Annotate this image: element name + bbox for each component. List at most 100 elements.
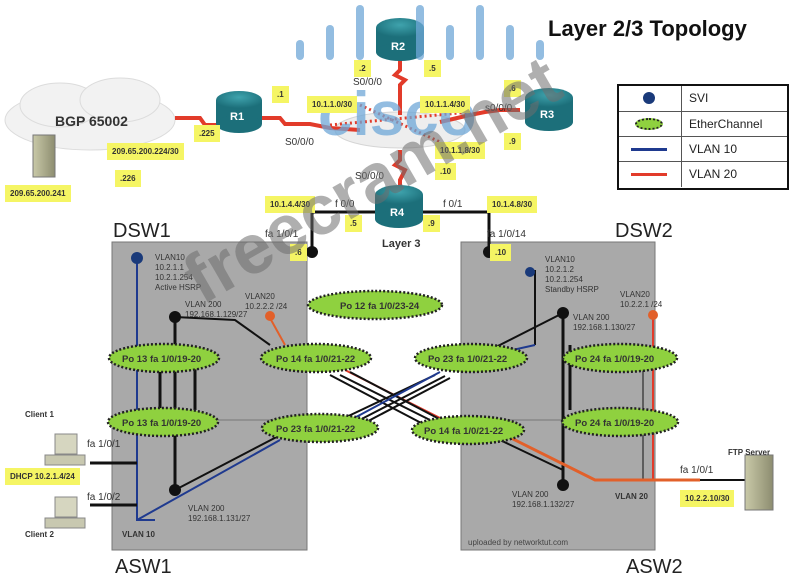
r2-serial-iface: S0/0/0 — [353, 77, 382, 88]
legend-label: VLAN 20 — [689, 167, 738, 181]
po12-label: Po 12 fa 1/0/23-24 — [340, 301, 420, 312]
r3-ip-a: .6 — [504, 80, 521, 97]
dsw1-vlan10-svi — [131, 252, 143, 264]
po14-dsw1-label: Po 14 fa 1/0/21-22 — [276, 354, 355, 365]
ftp-server-label: FTP Server — [728, 448, 771, 457]
asw1-vlan200-svi — [169, 484, 181, 496]
dsw1-name: DSW1 — [113, 220, 171, 242]
legend-label: EtherChannel — [689, 117, 763, 131]
asw2-vlan20-label: VLAN 20 — [615, 492, 648, 501]
layer3-label: Layer 3 — [382, 238, 421, 250]
legend-row-svi: SVI — [619, 86, 787, 111]
dsw1-box — [111, 241, 308, 421]
po23-asw1-label: Po 23 fa 1/0/21-22 — [276, 424, 355, 435]
client2-port: fa 1/0/2 — [87, 492, 121, 503]
etherchannel-po14-asw2 — [410, 414, 526, 446]
client2-label: Client 2 — [25, 530, 54, 539]
r4-f00-iface: f 0/0 — [335, 199, 355, 210]
dsw1-uplink-port — [306, 246, 318, 258]
router-r4-label: R4 — [390, 207, 405, 219]
client1-label: Client 1 — [25, 410, 54, 419]
client1-pc-icon — [44, 433, 86, 466]
r4-f01-ip: .9 — [423, 215, 440, 232]
legend-row-vlan10: VLAN 10 — [619, 136, 787, 162]
svi-dot-icon — [643, 92, 655, 104]
legend-label: SVI — [689, 91, 709, 105]
etherchannel-po24-dsw2 — [561, 342, 679, 374]
credit-text: uploaded by networktut.com — [468, 538, 569, 547]
router-r3-label: R3 — [540, 109, 554, 121]
r3-ip-b: .9 — [504, 133, 521, 150]
dsw1-uplink-ip: .6 — [290, 244, 307, 261]
dsw2-uplink-iface: fa 1/0/14 — [487, 229, 526, 240]
router-r3[interactable]: R3 — [525, 88, 573, 131]
dsw1-vlan20-svi — [265, 311, 275, 321]
bgp-cloud — [4, 77, 176, 151]
ftp-ip: 10.2.2.10/30 — [680, 490, 735, 507]
po23-dsw2-label: Po 23 fa 1/0/21-22 — [428, 354, 507, 365]
client2-pc-icon — [44, 496, 86, 529]
etherchannel-po23-dsw2 — [413, 342, 529, 374]
vlan10-line-icon — [631, 148, 667, 151]
r4-f01-iface: f 0/1 — [443, 199, 463, 210]
legend: SVI EtherChannel VLAN 10 VLAN 20 — [617, 84, 789, 190]
r1-bgp-ip: .225 — [194, 125, 220, 142]
router-r4[interactable]: R4 — [375, 185, 423, 228]
dsw2-name: DSW2 — [615, 220, 673, 242]
dsw2-uplink-ip: .10 — [490, 244, 512, 261]
asw2-name: ASW2 — [626, 556, 683, 578]
ftp-server-icon — [744, 454, 774, 511]
etherchannel-po13-dsw1 — [107, 342, 221, 374]
etherchannel-po23-asw1 — [260, 412, 380, 444]
etherchannel-ellipse-icon — [635, 118, 663, 130]
subnet-r4-dsw2: 10.1.4.8/30 — [487, 196, 538, 213]
etherchannel-po13-asw1 — [106, 406, 220, 438]
subnet-r2-r3: 10.1.1.4/30 — [420, 96, 471, 113]
client-dhcp-ip: DHCP 10.2.1.4/24 — [5, 468, 80, 485]
dsw1-uplink-iface: fa 1/0/1 — [265, 229, 299, 240]
po24-asw2-label: Po 24 fa 1/0/19-20 — [575, 418, 654, 429]
r3-serial-iface: s0/0/0 — [485, 103, 513, 114]
dsw2-vlan10-svi — [525, 267, 535, 277]
bgp-server-ip: 209.65.200.241 — [5, 185, 71, 202]
asw1-vlan10-label: VLAN 10 — [122, 530, 155, 539]
dsw2-vlan200-svi — [557, 307, 569, 319]
asw2-vlan200-svi — [557, 479, 569, 491]
etherchannel-po12 — [306, 289, 444, 321]
r4-serial-ip: .10 — [435, 163, 457, 180]
dsw1-vlan200-svi — [169, 311, 181, 323]
dsw2-box — [460, 241, 656, 421]
r1-serial-ip: .1 — [272, 86, 289, 103]
r4-serial-iface: S0/0/0 — [355, 171, 384, 182]
subnet-r1-r2: 10.1.1.0/30 — [307, 96, 358, 113]
subnet-r4-dsw1: 10.1.4.4/30 — [265, 196, 316, 213]
client1-port: fa 1/0/1 — [87, 439, 121, 450]
legend-label: VLAN 10 — [689, 142, 738, 156]
page-title: Layer 2/3 Topology — [548, 16, 747, 41]
router-r1-label: R1 — [230, 111, 244, 123]
cisco-logo-bars — [296, 5, 544, 60]
isp-ip: .226 — [115, 170, 141, 187]
bgp-server-icon — [32, 134, 56, 178]
router-r2-label: R2 — [391, 41, 405, 53]
ftp-port: fa 1/0/1 — [680, 465, 714, 476]
legend-row-vlan20: VLAN 20 — [619, 161, 787, 187]
r2-ip-b: .5 — [424, 60, 441, 77]
po13-asw1-label: Po 13 fa 1/0/19-20 — [122, 418, 201, 429]
vlan20-line-icon — [631, 173, 667, 176]
router-r1[interactable]: R1 — [216, 91, 262, 133]
r1-serial-iface: S0/0/0 — [285, 137, 314, 148]
bgp-as-label: BGP 65002 — [55, 113, 128, 129]
po24-dsw2-label: Po 24 fa 1/0/19-20 — [575, 354, 654, 365]
etherchannel-po14-dsw1 — [259, 342, 373, 374]
legend-row-etherchannel: EtherChannel — [619, 111, 787, 137]
po13-dsw1-label: Po 13 fa 1/0/19-20 — [122, 354, 201, 365]
